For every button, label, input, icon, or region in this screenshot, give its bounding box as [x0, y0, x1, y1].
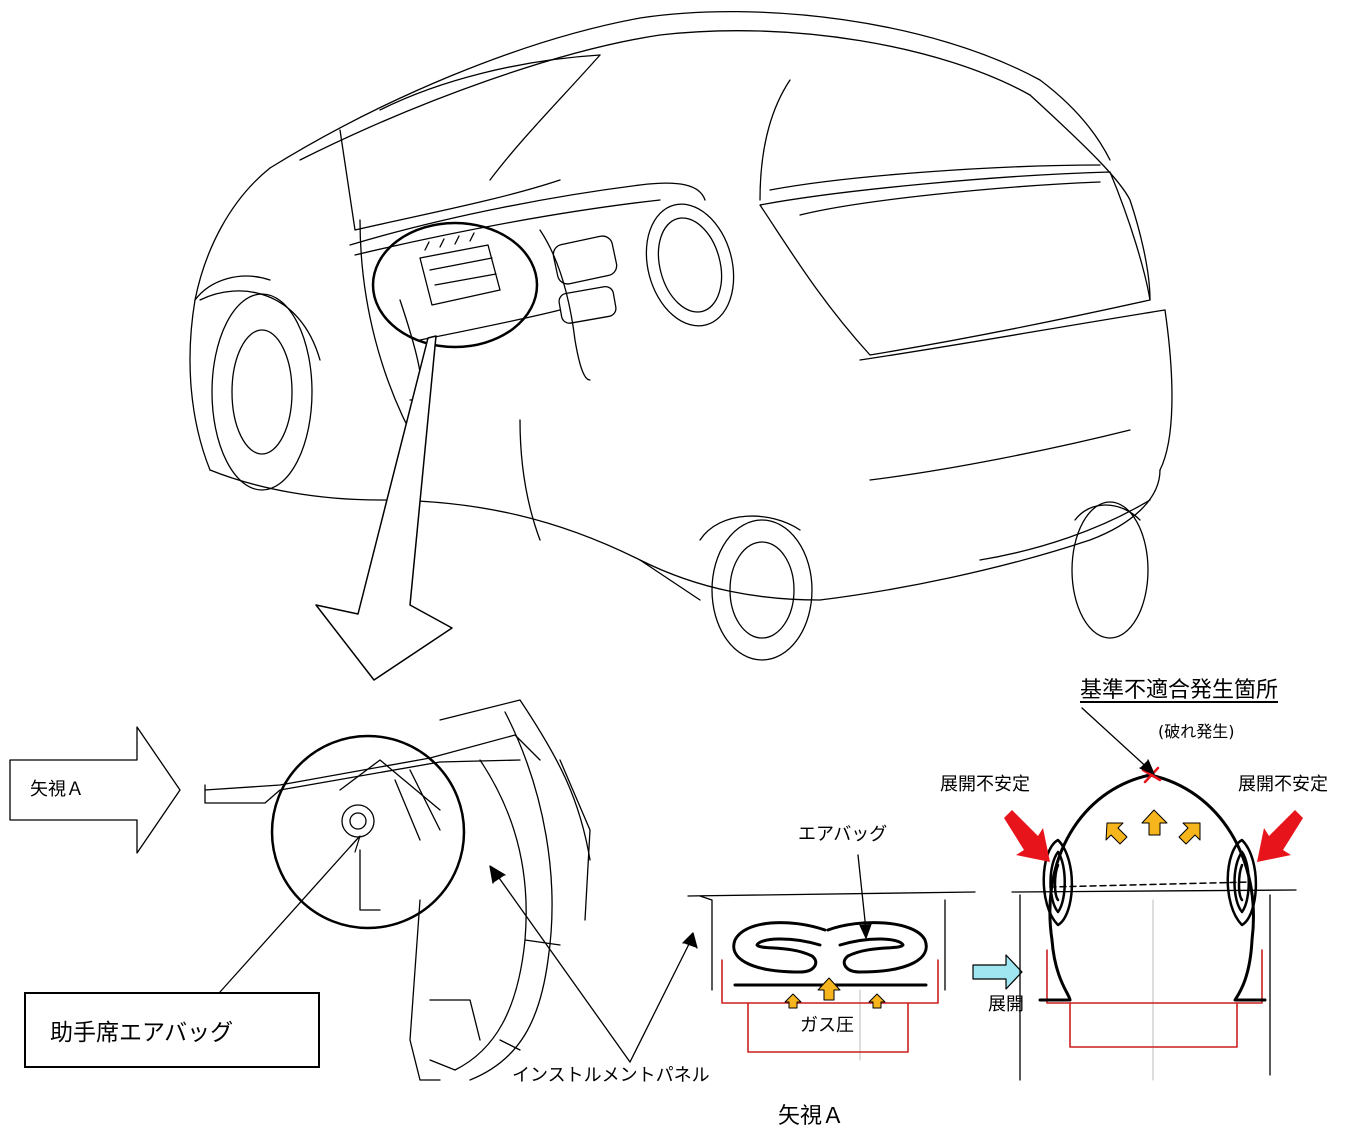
- instrument-panel-label: インストルメントパネル: [512, 1065, 710, 1086]
- nonconformity-location-label: 基準不適合発生箇所: [1080, 678, 1279, 703]
- folded-airbag-diagram: [687, 854, 976, 1061]
- deploy-label: 展開: [988, 994, 1024, 1015]
- view-a-caption: 矢視Ａ: [778, 1104, 845, 1129]
- passenger-airbag-label-box: 助手席エアバッグ: [24, 992, 320, 1068]
- instrument-panel-side-view: [204, 699, 591, 1081]
- deploy-arrow: [972, 954, 1023, 990]
- leader-passenger-airbag: [219, 837, 359, 993]
- unstable-right-label: 展開不安定: [1238, 774, 1328, 795]
- view-a-arrow: [9, 726, 181, 854]
- unstable-left-label: 展開不安定: [940, 774, 1030, 795]
- deployed-airbag-diagram: [1004, 707, 1303, 1081]
- zoom-arrow: [315, 335, 453, 681]
- gas-pressure-label: ガス圧: [800, 1015, 854, 1036]
- tear-note-label: (破れ発生): [1158, 722, 1235, 741]
- passenger-airbag-label: 助手席エアバッグ: [50, 1020, 234, 1046]
- car-illustration: [189, 10, 1173, 661]
- leader-instrument-panel: [489, 865, 698, 1063]
- view-a-arrow-label: 矢視Ａ: [30, 779, 84, 800]
- airbag-label: エアバッグ: [798, 824, 888, 845]
